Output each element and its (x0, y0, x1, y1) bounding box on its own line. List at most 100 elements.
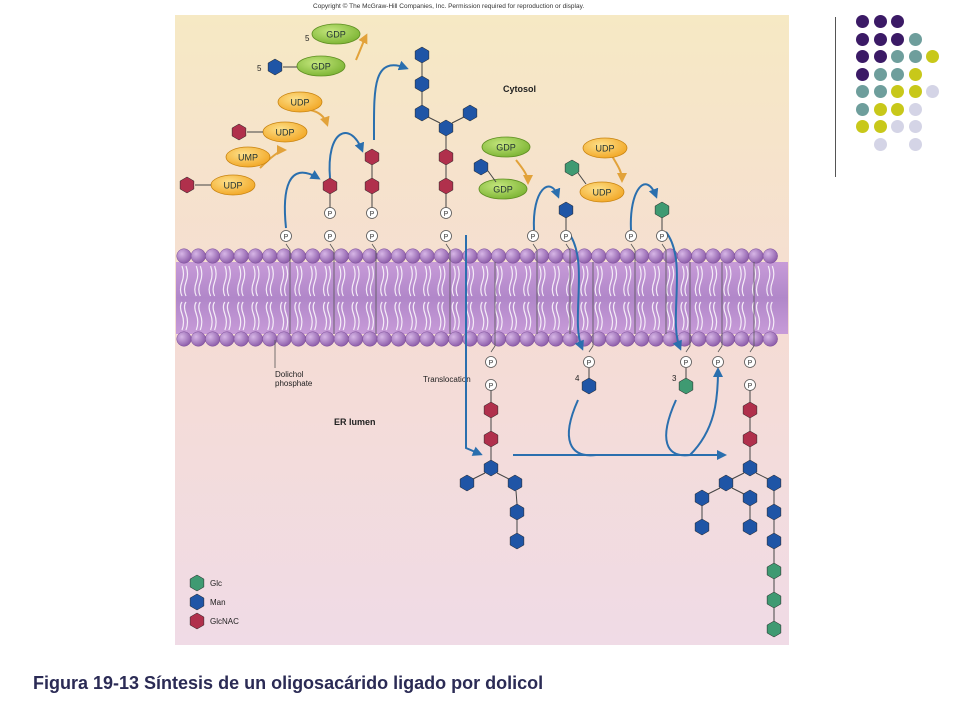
arrow-ump-release (259, 145, 287, 169)
lipid-tail (284, 301, 289, 331)
lipid-tail (623, 265, 628, 297)
lipid-head (634, 248, 650, 264)
lipid-head (533, 248, 550, 264)
dolichol-label-line2: phosphate (275, 379, 313, 388)
gdp-oval-top: GDP (311, 23, 361, 45)
lipid-tail (666, 265, 671, 297)
lipid-tail (698, 301, 703, 331)
lipid-head (691, 331, 707, 347)
lipid-tail (713, 265, 718, 297)
lipid-tail (183, 265, 189, 297)
lipid-tail (355, 301, 360, 331)
glc-residue (678, 377, 694, 395)
lipid-tail (312, 301, 317, 331)
lipid-head (634, 331, 650, 347)
phosphate-group: P (366, 230, 378, 242)
membrane-core (176, 262, 788, 334)
er-membrane (176, 248, 788, 347)
lipid-tail (398, 301, 403, 331)
lipid-head (762, 248, 778, 264)
lipid-tail (655, 301, 660, 331)
decorative-dot (873, 32, 887, 46)
phosphate-group: P (656, 230, 668, 242)
lipid-tail (612, 265, 618, 297)
decorative-dot (908, 120, 922, 133)
phosphate-group: P (366, 207, 378, 219)
lipid-tail (523, 301, 528, 331)
decorative-dot (873, 137, 887, 151)
decorative-divider (835, 17, 836, 177)
phosphate-label: P (716, 360, 721, 367)
lipid-tail (723, 301, 728, 331)
lipid-tail (680, 265, 685, 297)
arrow-dol-man-flip (567, 231, 584, 351)
lipid-tail (608, 301, 614, 331)
phosphate-group: P (712, 356, 724, 368)
lipid-tail (551, 265, 556, 297)
lipid-tail (437, 301, 442, 331)
glycosidic-bond (755, 472, 769, 480)
lipid-head (734, 331, 750, 347)
phosphate-group: P (324, 207, 336, 219)
lipid-tail (380, 301, 385, 331)
lipid-head (619, 248, 635, 264)
lipid-tail (666, 301, 671, 331)
gdp-oval-mannose-donor: GDP (296, 55, 346, 77)
lipid-tail (527, 265, 532, 297)
lipid-tail (337, 265, 342, 297)
man-residue (509, 532, 525, 550)
lipid-tail (194, 265, 199, 297)
decorative-dot (908, 137, 922, 151)
lipid-tail (469, 301, 475, 331)
phosphate-label: P (370, 211, 375, 218)
glcnac-residue (231, 123, 247, 141)
svg-text:UDP: UDP (595, 144, 614, 154)
lipid-tail (709, 301, 714, 331)
lipid-head (348, 331, 364, 347)
lipid-head (462, 331, 478, 347)
lipid-head (247, 248, 264, 264)
decorative-dot (856, 120, 869, 133)
lipid-tail (566, 265, 571, 297)
lipid-tail (755, 265, 761, 297)
lipid-head (305, 331, 321, 347)
phosphate-group: P (583, 356, 595, 368)
lipid-tail (451, 301, 456, 331)
decorative-dot (891, 50, 904, 63)
decorative-dot (856, 102, 869, 116)
lipid-head (605, 248, 621, 264)
lipid-tails (179, 265, 775, 331)
man-count-label: 5 (257, 64, 262, 73)
lipid-tail (365, 301, 370, 331)
lipid-tail (527, 301, 532, 331)
lipid-tail (326, 301, 332, 331)
lipid-head (290, 248, 306, 264)
lipid-tail (608, 265, 614, 297)
arrow-mannose-5 (372, 60, 409, 141)
udp-oval-glcnac-donor-2: UDP (210, 174, 256, 196)
lipid-tail (351, 301, 356, 331)
glycosidic-bond (515, 490, 518, 505)
lipid-tail (294, 301, 299, 331)
lipid-tail (612, 301, 618, 331)
svg-text:UMP: UMP (238, 153, 258, 163)
lipid-tail (408, 265, 413, 297)
lipid-head (176, 331, 192, 347)
lipid-tail (512, 301, 517, 331)
svg-text:UDP: UDP (290, 98, 309, 108)
lipid-tail (508, 265, 513, 297)
lipid-tail (384, 301, 389, 331)
lipid-head (176, 248, 192, 264)
lipid-tail (423, 301, 428, 331)
phosphate-label: P (660, 234, 665, 241)
lipid-tail (198, 301, 203, 331)
lipid-tail (212, 265, 217, 297)
lipid-tail (251, 265, 256, 297)
lipid-tail (437, 265, 442, 297)
phosphate-group: P (440, 207, 452, 219)
arrow-glcnac-1 (283, 170, 321, 229)
lipid-head (462, 248, 478, 264)
lipid-head (319, 248, 335, 264)
lipid-tail (237, 265, 242, 297)
